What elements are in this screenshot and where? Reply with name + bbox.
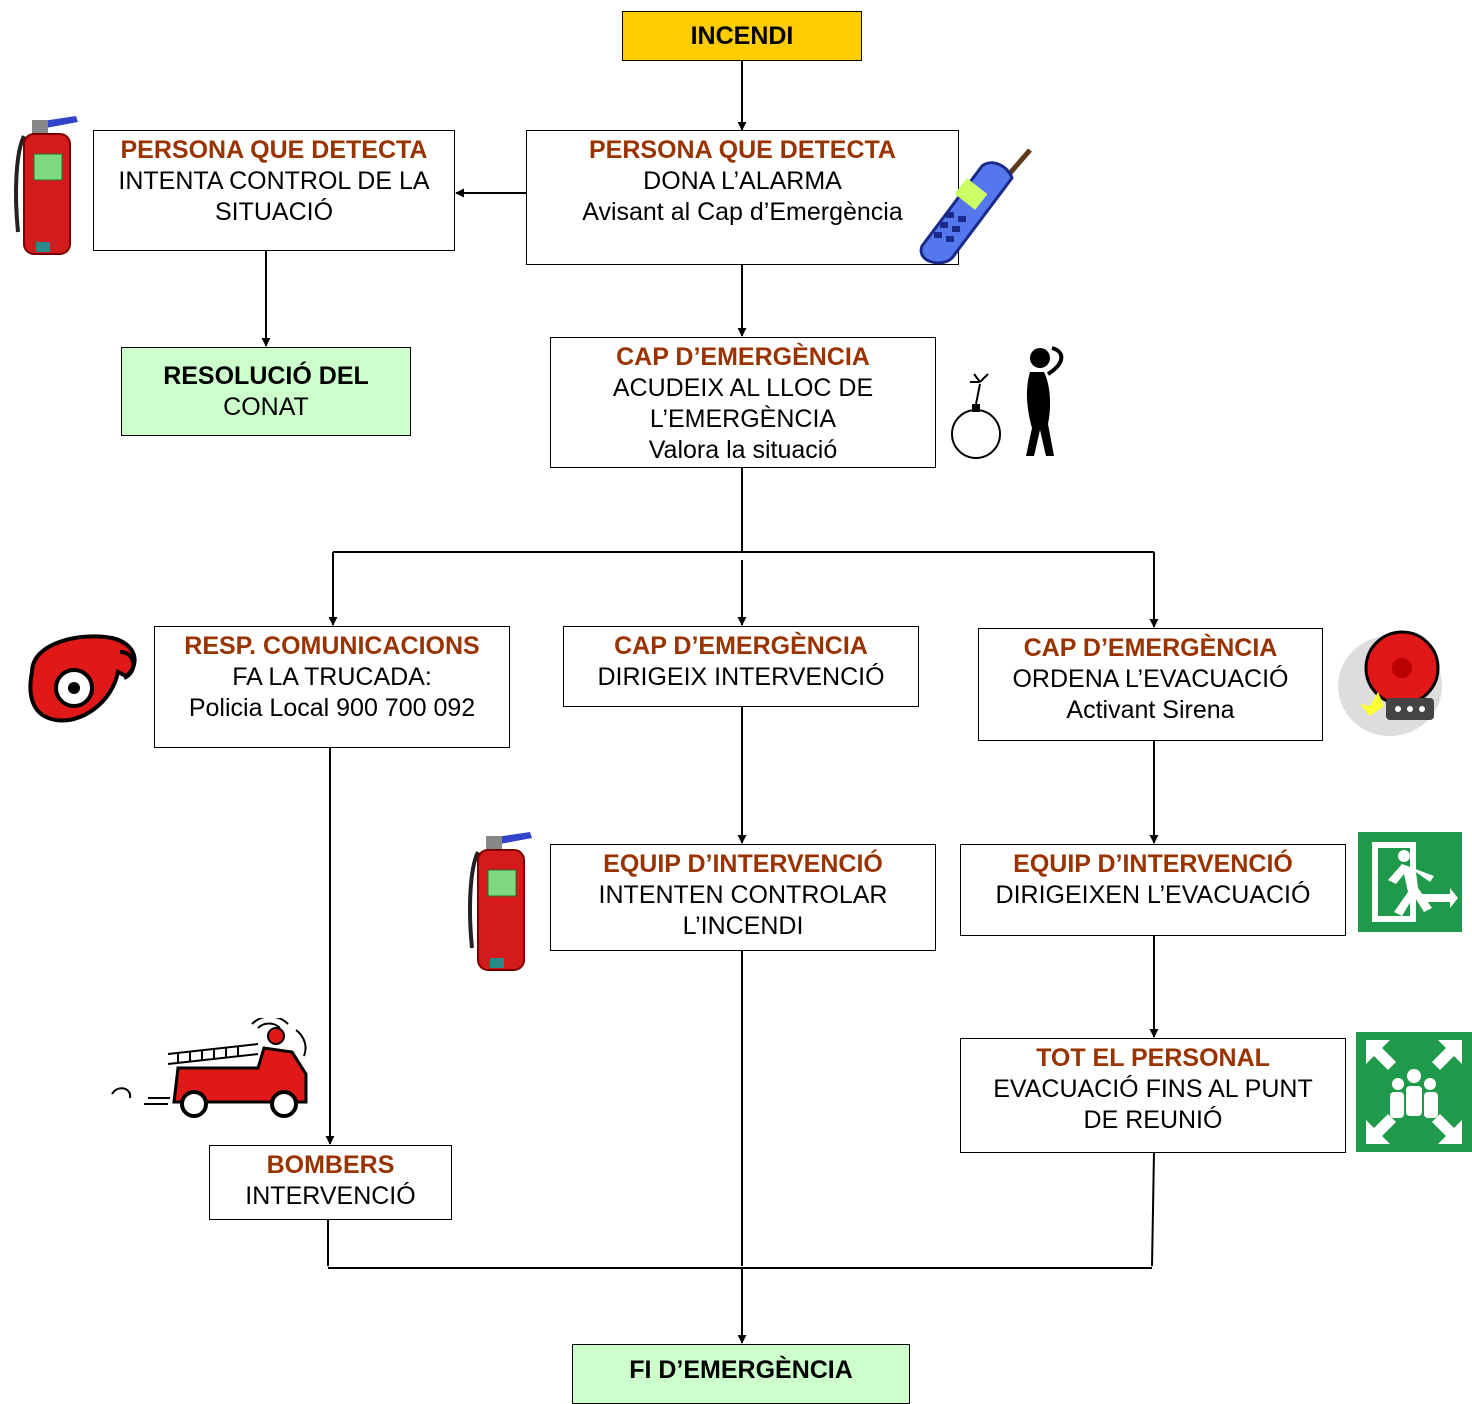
node-title: CAP D’EMERGÈNCIA <box>614 632 868 660</box>
node-line: Avisant al Cap d’Emergència <box>582 198 903 226</box>
fire-truck-icon <box>111 1018 308 1118</box>
node-equip-control: EQUIP D’INTERVENCIÓ INTENTEN CONTROLAR L’I… <box>550 844 936 951</box>
node-incendi: INCENDI <box>622 11 862 61</box>
thinking-man-bomb-icon <box>951 346 1064 459</box>
node-resp-comunicacions: RESP. COMUNICACIONS FA LA TRUCADA: Policia… <box>154 626 510 748</box>
node-line: Policia Local 900 700 092 <box>188 694 476 722</box>
fire-extinguisher-icon <box>468 832 532 971</box>
node-title: FI D’EMERGÈNCIA <box>629 1356 853 1384</box>
node-line: ACUDEIX AL LLOC DE <box>612 374 874 402</box>
node-title: PERSONA QUE DETECTA <box>120 136 428 164</box>
node-title: CAP D’EMERGÈNCIA <box>616 343 870 371</box>
node-fi-emergencia: FI D’EMERGÈNCIA <box>572 1344 910 1404</box>
node-line: SITUACIÓ <box>214 198 334 226</box>
node-title: RESP. COMUNICACIONS <box>184 632 480 660</box>
node-line: ORDENA L’EVACUACIÓ <box>1012 665 1289 693</box>
node-title: TOT EL PERSONAL <box>1036 1044 1270 1072</box>
node-line: INTERVENCIÓ <box>245 1182 416 1210</box>
node-cap-dirigeix: CAP D’EMERGÈNCIA DIRIGEIX INTERVENCIÓ <box>563 626 919 707</box>
assembly-point-icon <box>1356 1032 1472 1152</box>
telephone-icon <box>28 634 137 723</box>
mobile-phone-icon <box>919 148 1032 265</box>
emergency-exit-icon <box>1358 832 1462 932</box>
node-line: EVACUACIÓ FINS AL PUNT <box>993 1075 1313 1103</box>
node-title: PERSONA QUE DETECTA <box>589 136 896 164</box>
node-title: CAP D’EMERGÈNCIA <box>1023 634 1278 662</box>
node-title: EQUIP D’INTERVENCIÓ <box>1013 850 1293 878</box>
node-equip-evac: EQUIP D’INTERVENCIÓ DIRIGEIXEN L’EVACUACI… <box>960 844 1346 936</box>
node-line: INTENTEN CONTROLAR <box>598 881 888 909</box>
node-detect-alarm: PERSONA QUE DETECTA DONA L’ALARMA Avisant … <box>526 130 959 265</box>
alarm-bell-icon <box>1338 630 1442 736</box>
node-title: INCENDI <box>690 21 794 50</box>
node-line: Activant Sirena <box>1066 696 1235 724</box>
node-title: RESOLUCIÓ DEL <box>163 361 369 390</box>
node-bombers: BOMBERS INTERVENCIÓ <box>209 1145 452 1220</box>
node-cap-acudeix: CAP D’EMERGÈNCIA ACUDEIX AL LLOC DE L’EMER… <box>550 337 936 468</box>
node-line: L’INCENDI <box>682 912 804 940</box>
node-line: FA LA TRUCADA: <box>232 663 432 691</box>
node-title: EQUIP D’INTERVENCIÓ <box>603 850 883 878</box>
node-title: BOMBERS <box>266 1151 395 1179</box>
node-line: DIRIGEIX INTERVENCIÓ <box>597 663 885 691</box>
node-line: L’EMERGÈNCIA <box>649 405 837 433</box>
node-detect-control: PERSONA QUE DETECTA INTENTA CONTROL DE LA… <box>93 130 455 251</box>
node-tot-personal: TOT EL PERSONAL EVACUACIÓ FINS AL PUNT DE … <box>960 1038 1346 1153</box>
fire-extinguisher-icon <box>14 116 78 255</box>
node-line: DE REUNIÓ <box>1083 1106 1223 1134</box>
node-line: INTENTA CONTROL DE LA <box>118 167 430 195</box>
node-cap-ordena: CAP D’EMERGÈNCIA ORDENA L’EVACUACIÓ Activa… <box>978 628 1323 741</box>
node-line: Valora la situació <box>648 436 838 464</box>
node-line: DIRIGEIXEN L’EVACUACIÓ <box>995 881 1311 909</box>
node-line: DONA L’ALARMA <box>643 167 842 195</box>
node-line: CONAT <box>223 392 309 421</box>
